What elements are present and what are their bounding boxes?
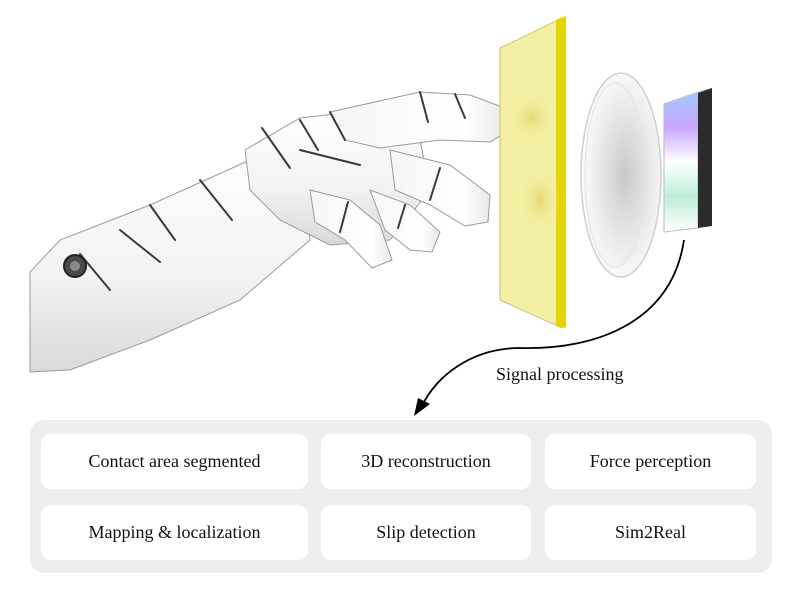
app-slip-detection: Slip detection bbox=[321, 505, 531, 560]
app-contact-area-segmented: Contact area segmented bbox=[41, 434, 308, 489]
applications-panel: Contact area segmented 3D reconstruction… bbox=[30, 420, 772, 573]
signal-processing-arrow bbox=[414, 239, 685, 416]
app-force-perception: Force perception bbox=[545, 434, 756, 489]
tactile-sensor-illustration bbox=[29, 16, 712, 416]
robot-hand-icon bbox=[29, 91, 511, 373]
elastomer-gel-icon bbox=[499, 16, 566, 329]
camera-sensor-icon bbox=[663, 88, 712, 233]
app-3d-reconstruction: 3D reconstruction bbox=[321, 434, 531, 489]
lens-icon bbox=[580, 72, 662, 278]
signal-processing-label: Signal processing bbox=[496, 364, 624, 384]
app-sim2real: Sim2Real bbox=[545, 505, 756, 560]
app-mapping-localization: Mapping & localization bbox=[41, 505, 308, 560]
